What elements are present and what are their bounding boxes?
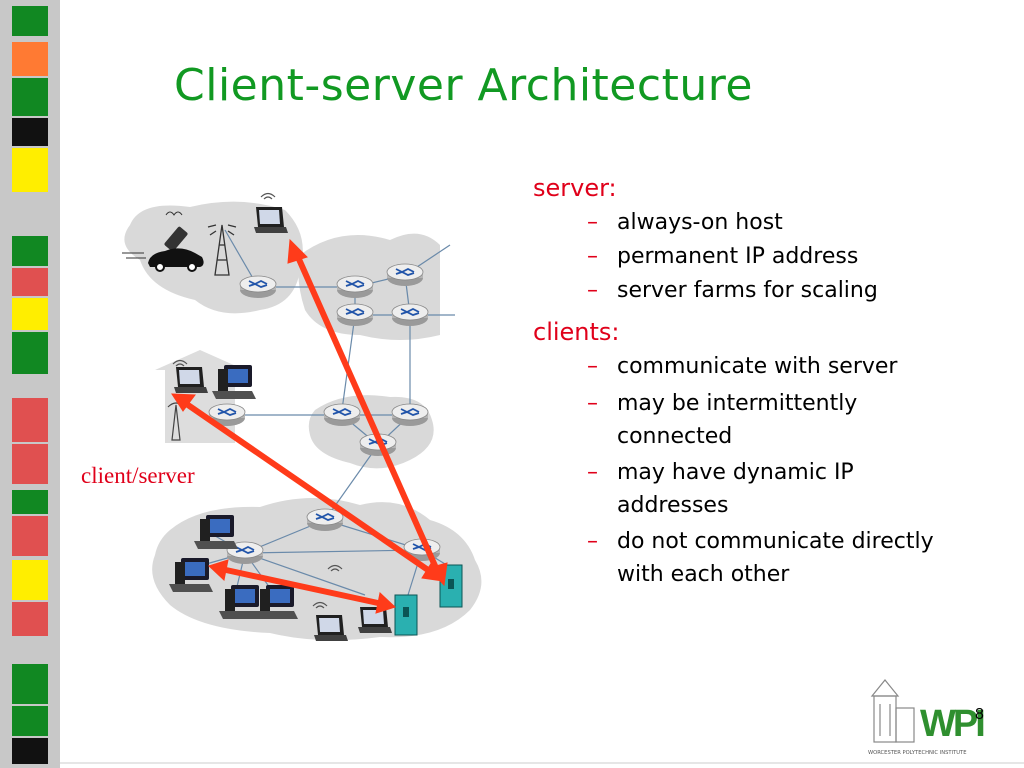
clients-item: –do not communicate directly with each o… [533,525,987,591]
server-item: –server farms for scaling [533,274,1003,308]
router-icon [336,303,374,327]
wireless-signal-icon [260,192,276,200]
client-server-label: client/server [81,463,195,488]
router-icon [306,508,344,532]
stripe-block [12,298,48,330]
stripe-block [12,444,48,484]
router-icon [391,403,429,427]
stripe-block [12,148,48,192]
stripe-block [12,118,48,146]
desktop-computer-icon [254,585,298,619]
stripe-block [12,602,48,636]
decorative-stripe-bar [0,0,60,768]
stripe-block [12,706,48,736]
wpi-logo: WPI WORCESTER POLYTECHNIC INSTITUTE [866,676,1008,756]
server-heading: server: [533,174,617,202]
stripe-block [12,516,48,556]
radio-tower-icon [207,224,237,276]
stripe-block [12,332,48,374]
router-icon [391,303,429,327]
dash-bullet: – [587,460,598,485]
clients-item: –may have dynamic IP addresses [533,456,947,522]
router-icon [336,275,374,299]
stripe-block [12,78,48,116]
clients-item: –may be intermittently connected [533,387,957,453]
stripe-block [12,490,48,514]
stripe-block [12,560,48,600]
communication-arrows [171,238,448,614]
router-icon [386,263,424,287]
stripe-block [12,42,48,76]
dash-bullet: – [587,244,598,269]
server-item: –permanent IP address [533,240,1003,274]
dash-bullet: – [587,391,598,416]
desktop-computer-icon [169,558,213,592]
desktop-computer-icon [212,365,256,399]
stripe-block [12,6,48,36]
stripe-block [12,738,48,764]
dash-bullet: – [587,278,598,303]
car-icon [122,248,204,272]
desktop-computer-icon [194,515,238,549]
dash-bullet: – [587,210,598,235]
clients-heading: clients: [533,318,620,346]
router-icon [323,403,361,427]
server-item: –always-on host [533,206,1003,240]
svg-text:WORCESTER POLYTECHNIC INSTITUT: WORCESTER POLYTECHNIC INSTITUTE [868,750,967,756]
bullet-list: server: –always-on host –permanent IP ad… [533,168,1003,594]
clients-item: –communicate with server [533,350,1003,384]
network-diagram [122,192,482,641]
slide-title: Client-server Architecture [174,60,753,111]
stripe-block [12,398,48,442]
page-number: 8 [975,706,984,723]
server-tower-icon [394,594,418,636]
svg-text:WPI: WPI [920,703,984,745]
router-icon [239,275,277,299]
stripe-block [12,664,48,704]
dash-bullet: – [587,354,598,379]
stripe-block [12,268,48,296]
cell-phone-icon [164,211,188,252]
footer-divider [60,762,1024,764]
stripe-block [12,236,48,266]
dash-bullet: – [587,529,598,554]
